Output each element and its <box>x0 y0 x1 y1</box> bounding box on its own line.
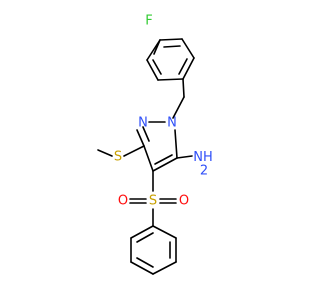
ring2-double-bond <box>136 257 154 268</box>
ring1-bond <box>146 59 159 81</box>
atom-oxygen-2: O <box>179 194 189 209</box>
ring2-bond <box>130 261 154 275</box>
bond-n2-c3 <box>136 129 145 147</box>
bond-c3-s <box>123 145 145 157</box>
bond-c5-n1 <box>174 129 178 159</box>
bond-ring-ch2 <box>182 78 185 98</box>
ring1-double-bond <box>163 45 181 48</box>
ring1-double-bond <box>152 59 162 75</box>
ring2-bond <box>130 225 154 239</box>
ring2-bond <box>152 225 177 239</box>
ring1-bond <box>146 39 161 61</box>
atom-amine: NH <box>193 150 213 165</box>
bond-s-ch3 <box>97 149 113 157</box>
ring1-bond <box>181 38 195 59</box>
molecule-diagram: F N N S NH 2 S O O <box>97 14 213 275</box>
atom-amine-subscript: 2 <box>200 164 208 179</box>
ring1-bond <box>159 38 183 41</box>
atom-nitrogen-1: N <box>167 116 177 131</box>
atom-nitrogen-2: N <box>138 116 148 131</box>
bond-n2-c3-double <box>142 126 150 142</box>
bond-c4-c5 <box>152 157 178 172</box>
atom-sulfur-methylthio: S <box>114 150 122 165</box>
bonds <box>97 38 195 275</box>
atom-labels: F N N S NH 2 S O O <box>114 14 213 209</box>
ring1-bond <box>182 57 195 80</box>
bond-ch2-n1 <box>172 96 185 119</box>
ring2-double-bond <box>136 232 154 243</box>
ring1-bond <box>157 78 184 81</box>
ring1-double-bond <box>178 58 188 75</box>
bond-c5-nh2 <box>176 155 193 159</box>
atom-sulfur-sulfonyl: S <box>149 194 157 209</box>
amine-label: NH <box>193 150 213 165</box>
atom-oxygen-1: O <box>118 194 128 209</box>
bond-c3-c4 <box>143 145 154 172</box>
atom-fluorine: F <box>145 14 152 29</box>
bond-c4-c5-double <box>154 154 173 165</box>
ring2-bond <box>152 261 177 275</box>
